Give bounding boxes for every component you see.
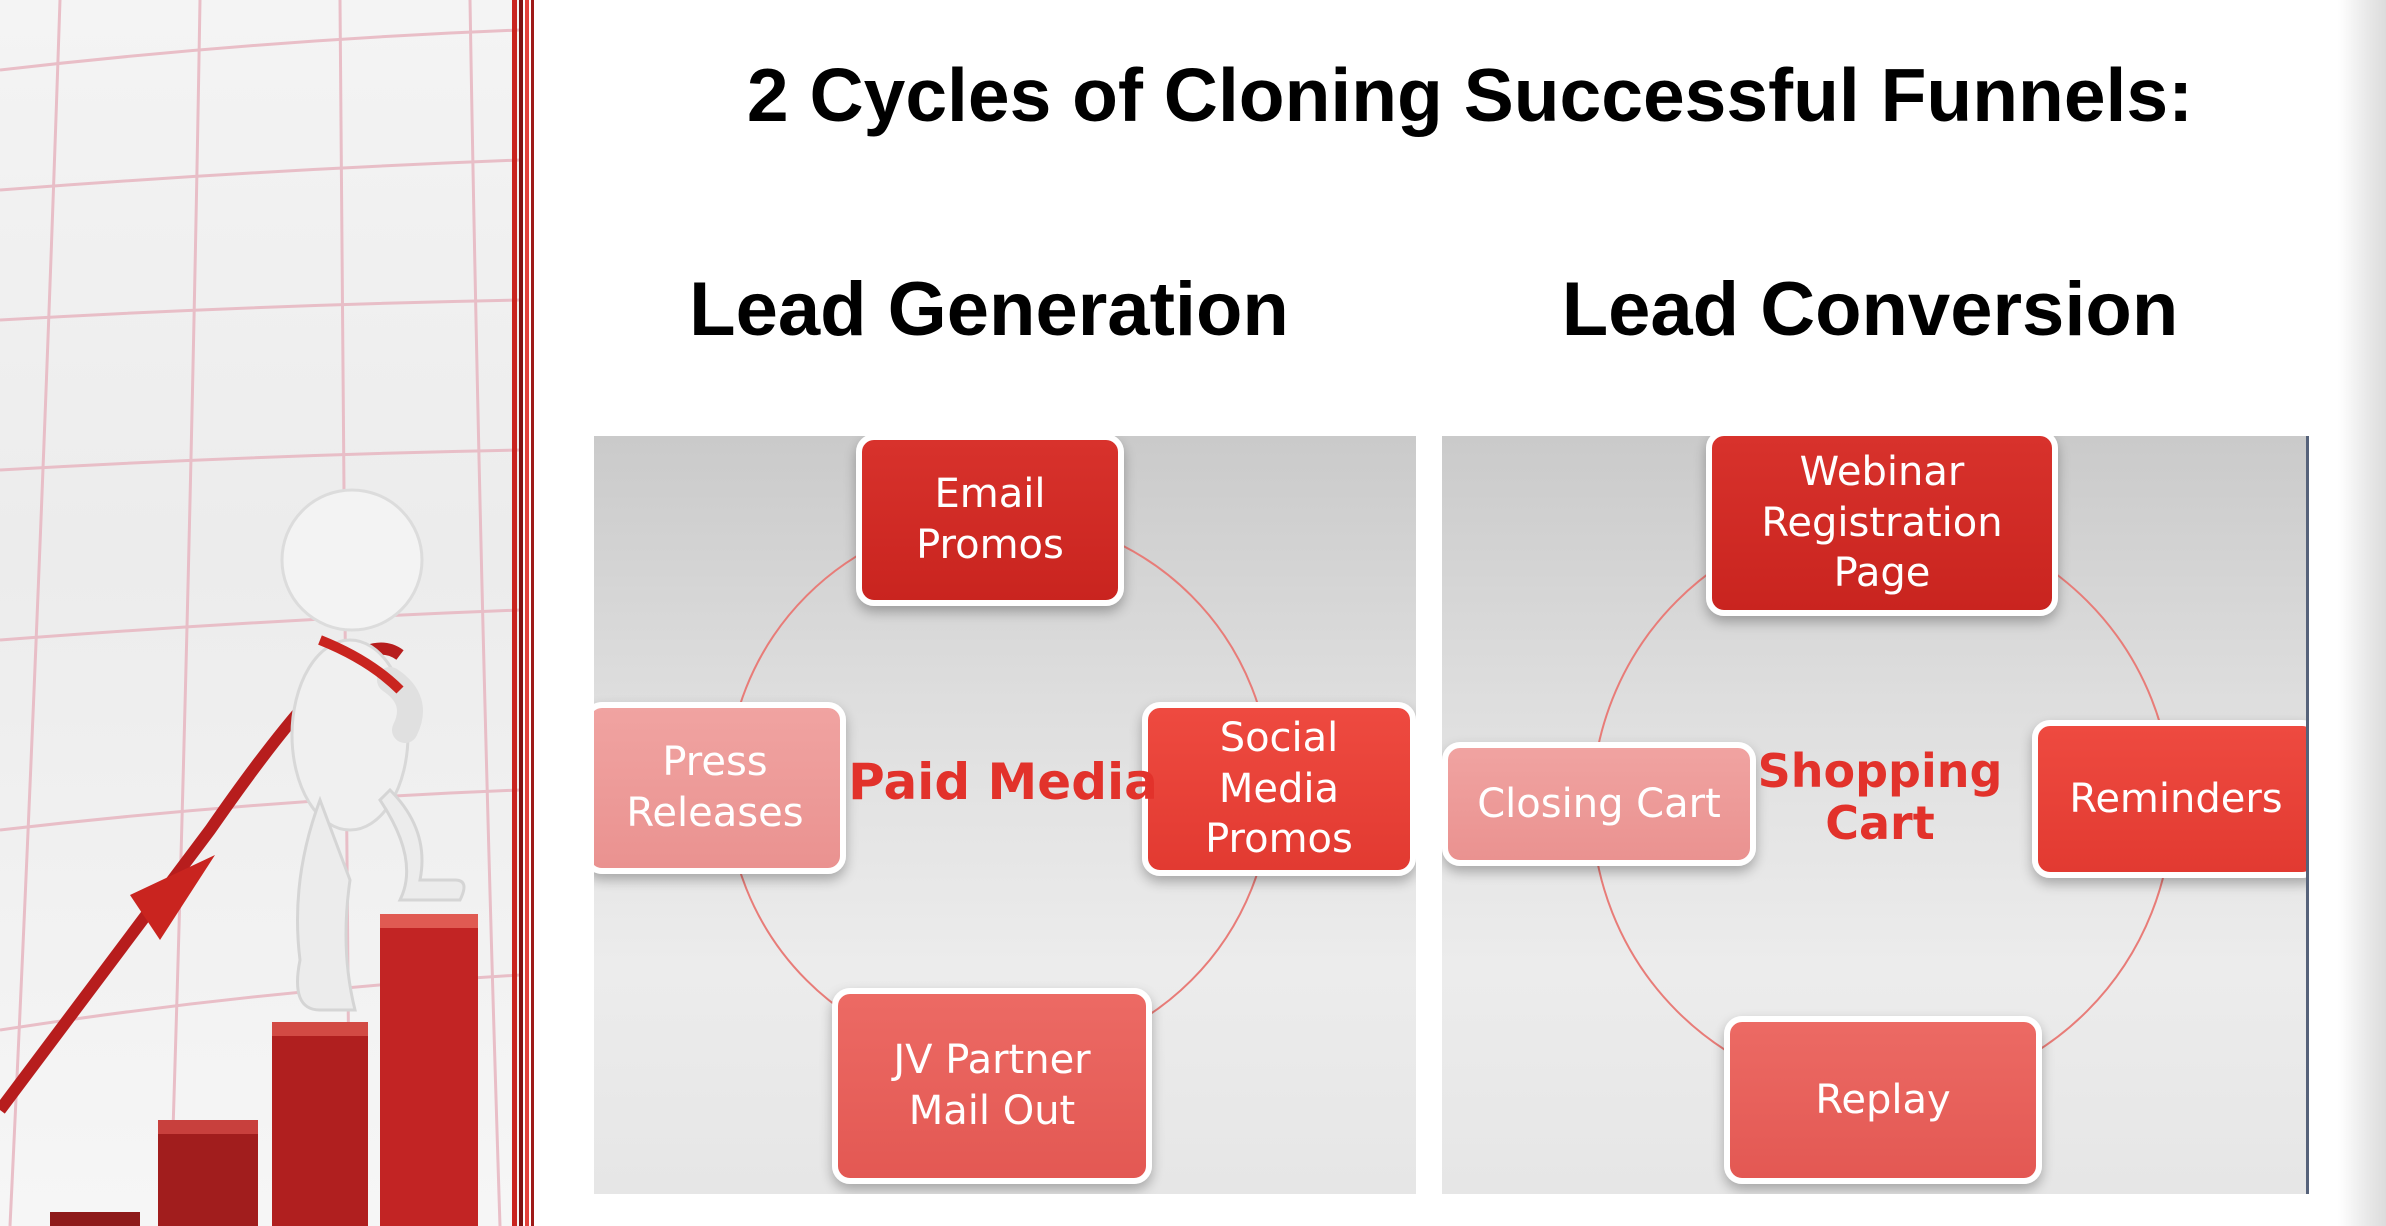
node-webinar-registration-page: Webinar Registration Page [1706, 436, 2058, 616]
node-email-promos: Email Promos [856, 436, 1124, 606]
node-reminders: Reminders [2032, 720, 2306, 878]
stick-figure [280, 488, 466, 1012]
panel-divider [512, 0, 534, 1226]
center-label-paid-media: Paid Media [848, 753, 1158, 811]
climbing-figure-illustration [0, 0, 520, 1226]
node-closing-cart: Closing Cart [1442, 742, 1756, 866]
node-replay: Replay [1724, 1016, 2042, 1184]
slide-title: 2 Cycles of Cloning Successful Funnels: [746, 53, 2194, 137]
bar-steps [50, 914, 478, 1226]
node-press-releases: Press Releases [594, 702, 846, 874]
center-label-shopping-cart: Shopping Cart [1757, 744, 2003, 850]
node-social-media-promos: Social Media Promos [1142, 702, 1416, 876]
lead-conversion-heading: Lead Conversion [1561, 267, 2179, 352]
node-jv-partner-mail-out: JV Partner Mail Out [832, 988, 1152, 1184]
decorative-illustration-panel [0, 0, 520, 1226]
lead-generation-cycle: Email Promos Social Media Promos JV Part… [594, 436, 1416, 1194]
arrow-head-icon [130, 855, 215, 940]
slide-edge-shadow [2338, 0, 2386, 1226]
lead-conversion-cycle: Webinar Registration Page Reminders Repl… [1442, 436, 2309, 1194]
lead-generation-heading: Lead Generation [689, 267, 1289, 352]
